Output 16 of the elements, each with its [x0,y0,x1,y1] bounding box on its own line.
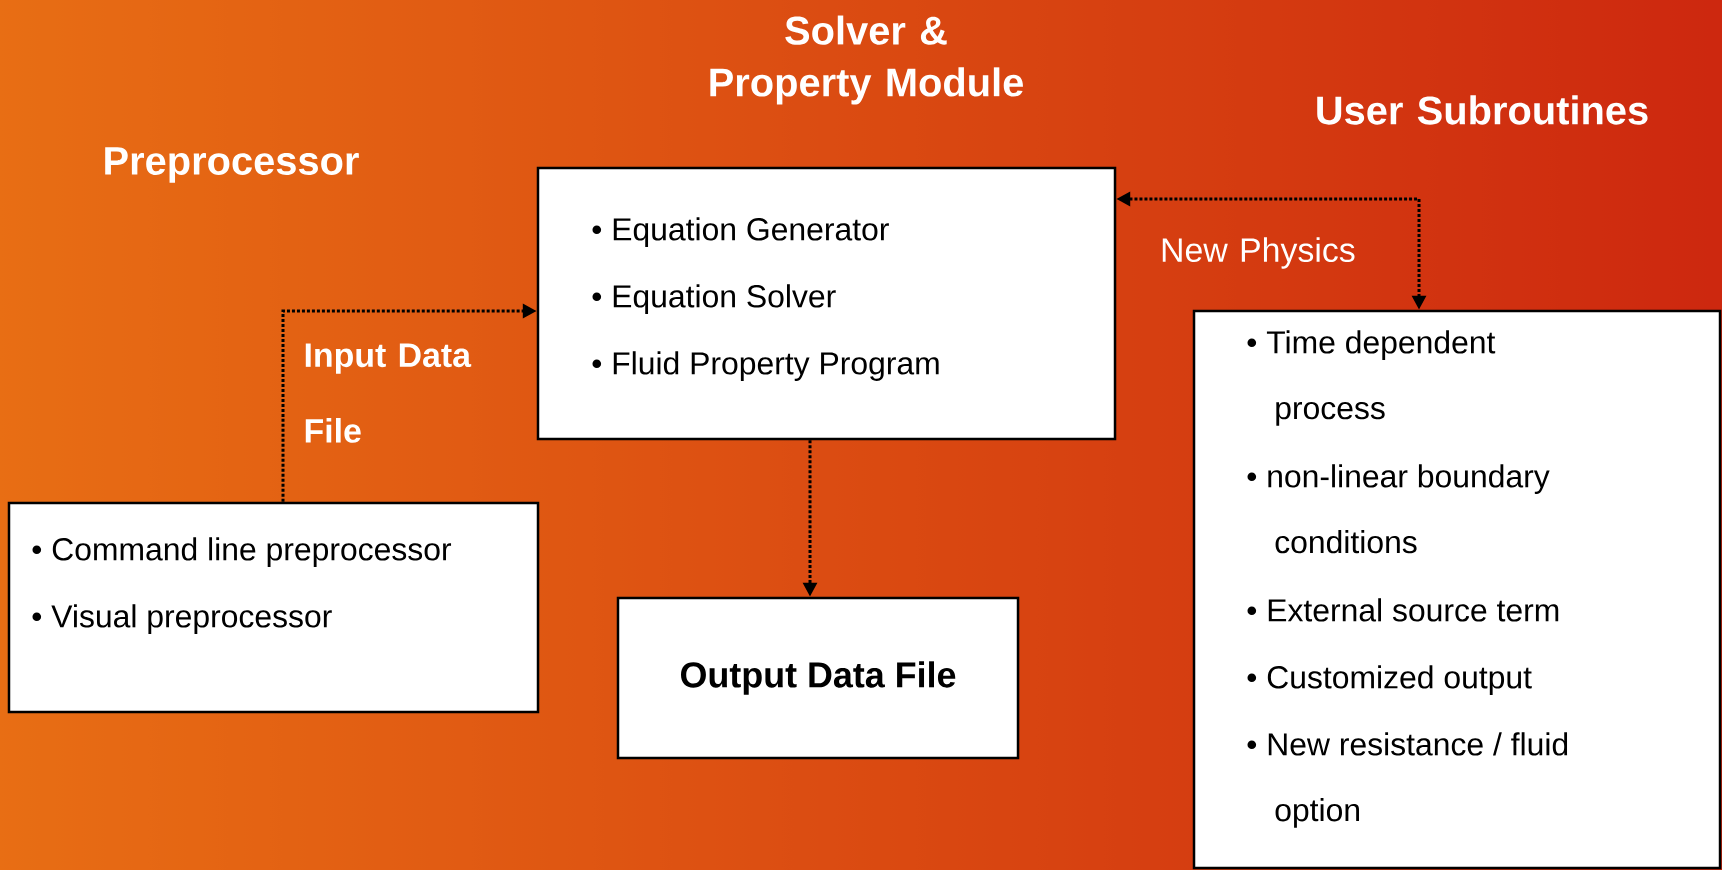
bullet-item: • non-linear boundary conditions [1247,464,1550,554]
bullet-item: • New resistance / fluid option [1247,732,1568,828]
bullet-item: • Equation Generator [592,217,889,247]
bullet-item: • Equation Solver [592,284,836,314]
bullet-item: • Fluid Property Program [592,351,939,381]
bullet-item: • Customized output [1247,665,1532,695]
bullet-item: • Visual preprocessor [32,604,332,634]
heading: Solver & Property Module [710,15,1023,105]
bullet-item: • Time dependent process [1247,330,1496,426]
heading: User Subroutines [1317,95,1648,125]
box-label: Output Data File [681,661,956,695]
edge-label: New Physics [1162,237,1355,269]
bullet-item: • Command line preprocessor [32,537,452,567]
heading: Preprocessor [105,147,359,183]
edge-label: Input Data File [305,343,472,443]
bullet-item: • External source term [1247,598,1559,622]
